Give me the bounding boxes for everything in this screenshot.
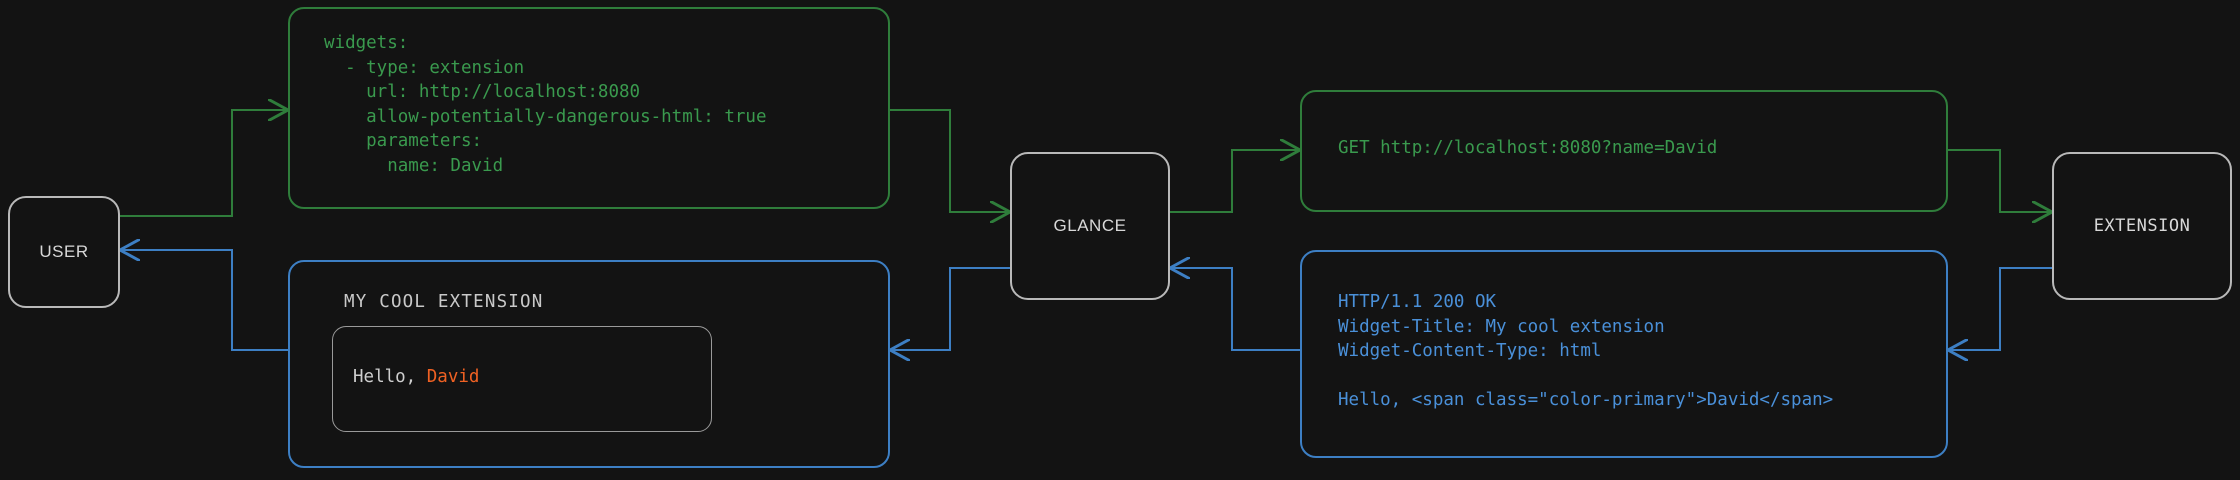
wire-config-to-glance [890,109,1010,212]
panel-widget-config: widgets: - type: extension url: http://l… [288,7,890,209]
wire-glance-to-widget [890,267,1010,350]
panel-rendered-widget: MY COOL EXTENSION Hello, David [288,260,890,468]
rendered-widget-body: Hello, David [353,367,479,387]
widget-body-prefix: Hello, [353,367,427,387]
wire-glance-to-request [1170,150,1300,213]
wire-response-to-glance [1170,268,1300,351]
node-glance[interactable]: GLANCE [1010,152,1170,300]
config-yaml-text: widgets: - type: extension url: http://l… [324,33,767,176]
panel-http-response: HTTP/1.1 200 OK Widget-Title: My cool ex… [1300,250,1948,458]
node-glance-label: GLANCE [1053,216,1127,235]
node-extension-label: EXTENSION [2093,216,2191,236]
panel-http-request: GET http://localhost:8080?name=David [1300,90,1948,212]
widget-body-accent-name: David [426,367,480,387]
http-response-text: HTTP/1.1 200 OK Widget-Title: My cool ex… [1338,292,1834,410]
wire-extension-to-response [1948,267,2052,350]
wire-user-to-config [120,110,288,217]
node-user-label: USER [39,242,89,261]
rendered-widget-card: Hello, David [332,326,712,432]
http-request-text: GET http://localhost:8080?name=David [1338,138,1718,158]
rendered-widget-title: MY COOL EXTENSION [344,292,544,312]
node-user[interactable]: USER [8,196,120,308]
node-extension[interactable]: EXTENSION [2052,152,2232,300]
wire-widget-to-user [120,250,288,351]
wire-request-to-extension [1948,149,2052,212]
